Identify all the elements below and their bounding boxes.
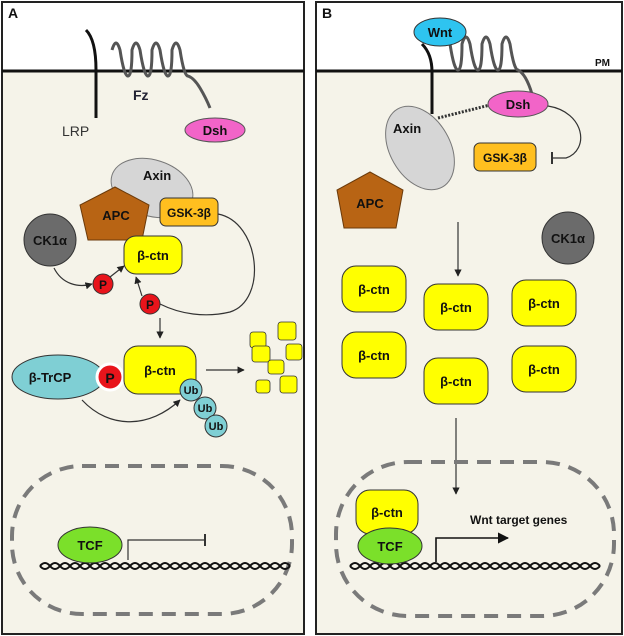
- tcf-oval-b: [357, 527, 423, 565]
- lrp-receptor-b: [420, 42, 434, 114]
- panel-a: A LRP Fz Dsh Axin APC GSK-3β CK1α β-ctn …: [1, 1, 305, 635]
- ub-circle-3-a: [204, 414, 228, 438]
- apc-pentagon-b: [336, 171, 404, 229]
- gsk-phospho-loop-a: [159, 213, 255, 316]
- bcat-nuclear-label: β-ctn: [371, 505, 403, 520]
- ub-label-1-a: Ub: [184, 385, 199, 397]
- bcat-cyto-5: [423, 357, 489, 405]
- gsk-box-b: [473, 142, 537, 172]
- gsk-label-b: GSK-3β: [483, 151, 527, 165]
- trcp-ubiquitin-arrow-a: [81, 399, 181, 423]
- dsh-oval-a: [184, 117, 246, 143]
- bcat-cyto-6: [511, 345, 577, 393]
- degraded-bcat-fragments: [249, 321, 303, 394]
- phospho-dot-1-a: [92, 273, 114, 295]
- wnt-oval: [413, 17, 467, 47]
- dsh-oval-b: [487, 90, 549, 118]
- axin-oval-b: [385, 105, 455, 191]
- lrp-receptor: [84, 28, 98, 118]
- bcat-cyto-label-1: β-ctn: [358, 282, 390, 297]
- nucleus-a: [10, 464, 294, 616]
- phospho-label-1-a: P: [99, 278, 107, 292]
- bcat-trcp-label-a: β-ctn: [144, 363, 176, 378]
- axin-label-b: Axin: [393, 121, 421, 136]
- p1-to-bcat-arrow-a: [109, 265, 125, 278]
- bcat-complex-a: [123, 235, 183, 275]
- bcat-cyto-4: [341, 331, 407, 379]
- ub-circle-2-a: [193, 396, 217, 420]
- axin-dsh-link: [437, 103, 491, 120]
- dsh-inhibits-gsk: [547, 105, 582, 164]
- bcat-cyto-2: [423, 283, 489, 331]
- p2-to-bcat-arrow-a: [134, 276, 143, 297]
- lrp-label: LRP: [62, 123, 89, 139]
- apc-label-a: APC: [102, 208, 130, 223]
- bcat-trcp-a: [123, 345, 197, 395]
- apc-label-b: APC: [356, 196, 384, 211]
- nucleus-b: [334, 460, 616, 618]
- tcf-oval-a: [57, 526, 123, 564]
- target-genes-label: Wnt target genes: [470, 513, 568, 527]
- phospho-label-3-a: P: [105, 370, 114, 386]
- tcf-label-b: TCF: [377, 539, 402, 554]
- bcat-cyto-3: [511, 279, 577, 327]
- fz-receptor-b: [440, 35, 534, 95]
- panel-a-letter: A: [8, 5, 18, 21]
- phospho-label-2-a: P: [146, 298, 154, 312]
- ub-label-2-a: Ub: [198, 403, 213, 415]
- ub-label-3-a: Ub: [209, 421, 224, 433]
- bcat-cyto-label-6: β-ctn: [528, 362, 560, 377]
- ck1-circle-b: [541, 211, 595, 265]
- activated-transcription-arrow: [435, 532, 510, 562]
- dsh-label-a: Dsh: [203, 123, 228, 138]
- gsk-box-a: [159, 197, 219, 227]
- bcat-cyto-1: [341, 265, 407, 313]
- bcat-cyto-label-4: β-ctn: [358, 348, 390, 363]
- ck1-label-b: CK1α: [551, 231, 585, 246]
- phospho-dot-2-a: [139, 293, 161, 315]
- trcp-label-a: β-TrCP: [29, 370, 72, 385]
- fz-receptor: [110, 41, 212, 109]
- panel-b-letter: B: [322, 5, 332, 21]
- dsh-label-b: Dsh: [506, 97, 531, 112]
- wnt-label: Wnt: [428, 25, 453, 40]
- fz-label: Fz: [133, 87, 149, 103]
- panel-b: B PM Wnt Axin Dsh GSK-3β APC CK1α β-: [315, 1, 623, 635]
- ck1-phospho-arrow-a: [53, 267, 93, 290]
- repressed-transcription-a: [127, 534, 206, 560]
- bcat-cyto-label-5: β-ctn: [440, 374, 472, 389]
- ck1-circle-a: [23, 213, 77, 267]
- bcat-cyto-label-2: β-ctn: [440, 300, 472, 315]
- apc-pentagon-a: [79, 186, 150, 241]
- gsk-label-a: GSK-3β: [167, 206, 211, 220]
- ub-circle-1-a: [179, 378, 203, 402]
- bcat-complex-label-a: β-ctn: [137, 248, 169, 263]
- bcat-cyto-label-3: β-ctn: [528, 296, 560, 311]
- pm-label: PM: [595, 58, 610, 69]
- phospho-dot-3-a: [95, 362, 125, 392]
- axin-label-a: Axin: [143, 168, 171, 183]
- ck1-label-a: CK1α: [33, 233, 67, 248]
- tcf-label-a: TCF: [77, 538, 102, 553]
